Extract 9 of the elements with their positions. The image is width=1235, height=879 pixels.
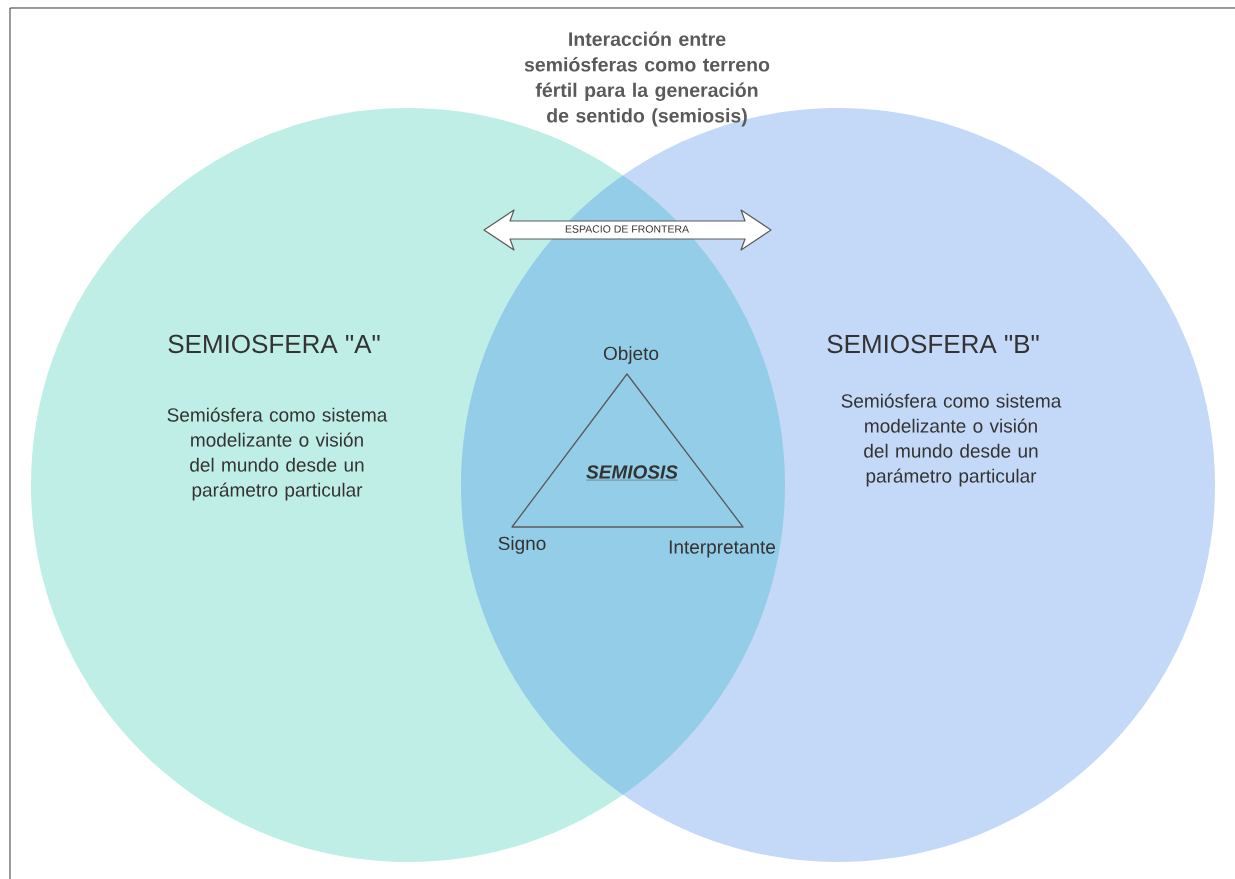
description: Semiósfera como sistema modelizante o visión del mundo desde un parámetro particular [841,393,1062,487]
triangle: SEMIOSIS [511,373,744,528]
heading: SEMIOSFERA "A" [168,334,380,354]
vertex-label: Objeto [603,346,659,364]
vertex-label: Signo [498,536,546,554]
vertex-label: Interpretante [669,540,776,558]
description: Semiósfera como sistema modelizante o visión del mundo desde un parámetro particular [167,407,388,501]
heading: SEMIOSFERA "B" [827,334,1039,354]
title: Interacción entre semiósferas como terreno fértil para la generación de sentido (semiosis) [524,31,770,127]
